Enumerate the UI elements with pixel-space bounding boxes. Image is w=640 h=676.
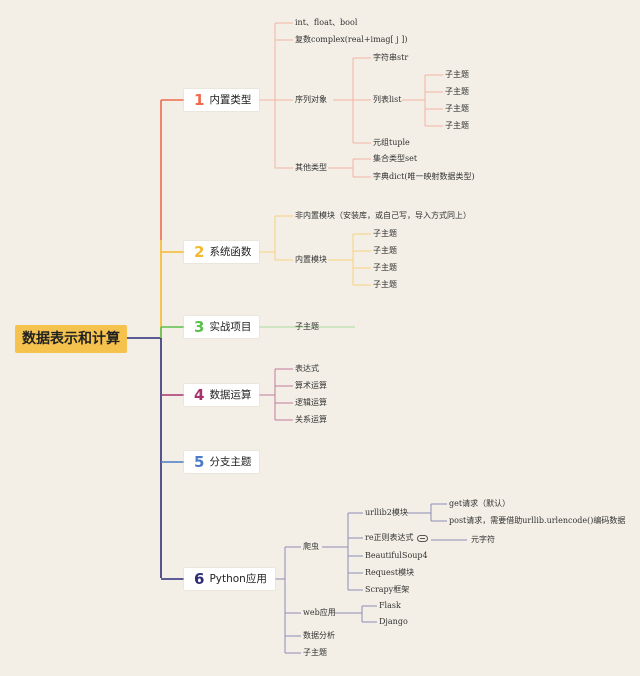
node-list-subtopic[interactable]: 子主题 (445, 70, 469, 79)
node-expression[interactable]: 表达式 (295, 364, 319, 373)
node-list-subtopic[interactable]: 子主题 (445, 87, 469, 96)
node-tuple[interactable]: 元组tuple (373, 138, 410, 147)
branch-number: 6 (194, 570, 205, 588)
branch-label: Python应用 (209, 573, 267, 585)
link-icon[interactable] (416, 534, 428, 542)
branch-label: 系统函数 (209, 246, 252, 258)
branch-data-operations[interactable]: 4 数据运算 (184, 384, 260, 406)
node-list[interactable]: 列表list (373, 95, 402, 104)
node-module-subtopic[interactable]: 子主题 (373, 246, 397, 255)
branch-system-functions[interactable]: 2 系统函数 (184, 241, 260, 263)
node-arithmetic[interactable]: 算术运算 (295, 381, 327, 390)
node-request-module[interactable]: Request模块 (365, 568, 415, 577)
node-data-analysis[interactable]: 数据分析 (303, 631, 335, 640)
node-app-subtopic[interactable]: 子主题 (303, 648, 327, 657)
node-crawler[interactable]: 爬虫 (303, 542, 319, 551)
node-sequence-objects[interactable]: 序列对象 (295, 95, 327, 104)
branch-number: 4 (194, 386, 205, 404)
branch-label: 内置类型 (209, 94, 252, 106)
node-web-app[interactable]: web应用 (303, 608, 336, 617)
branch-label: 分支主题 (209, 456, 252, 468)
node-flask[interactable]: Flask (379, 601, 401, 610)
branch-label: 数据运算 (209, 389, 252, 401)
node-int-float-bool[interactable]: int、float、bool (295, 18, 358, 27)
node-module-subtopic[interactable]: 子主题 (373, 229, 397, 238)
branch-number: 5 (194, 453, 205, 471)
node-project-subtopic[interactable]: 子主题 (295, 322, 319, 331)
branch-number: 2 (194, 243, 205, 261)
branch-builtin-types[interactable]: 1 内置类型 (184, 89, 260, 111)
node-urllib2[interactable]: urllib2模块 (365, 508, 408, 517)
node-post-request[interactable]: post请求，需要借助urllib.urlencode()编码数据 (449, 516, 626, 525)
node-metacharacter[interactable]: 元字符 (471, 535, 495, 544)
branch-projects[interactable]: 3 实战项目 (184, 316, 260, 338)
node-list-subtopic[interactable]: 子主题 (445, 104, 469, 113)
node-django[interactable]: Django (379, 617, 408, 626)
node-regex-label: re正则表达式 (365, 533, 414, 542)
branch-number: 3 (194, 318, 205, 336)
node-other-types[interactable]: 其他类型 (295, 163, 327, 172)
node-dict[interactable]: 字典dict(唯一映射数据类型) (373, 172, 475, 181)
node-relational[interactable]: 关系运算 (295, 415, 327, 424)
branch-subtopic[interactable]: 5 分支主题 (184, 451, 260, 473)
node-regex[interactable]: re正则表达式 (365, 532, 428, 544)
node-set[interactable]: 集合类型set (373, 154, 418, 163)
node-non-builtin-modules[interactable]: 非内置模块（安装库，或自己写，导入方式同上） (295, 211, 471, 220)
node-logic[interactable]: 逻辑运算 (295, 398, 327, 407)
node-list-subtopic[interactable]: 子主题 (445, 121, 469, 130)
node-complex[interactable]: 复数complex(real+imag[ j ]) (295, 35, 408, 44)
node-get-request[interactable]: get请求（默认） (449, 499, 511, 508)
node-beautifulsoup4[interactable]: BeautifulSoup4 (365, 551, 428, 560)
root-topic[interactable]: 数据表示和计算 (15, 325, 127, 353)
node-module-subtopic[interactable]: 子主题 (373, 280, 397, 289)
branch-python-applications[interactable]: 6 Python应用 (184, 568, 275, 590)
branch-label: 实战项目 (209, 321, 252, 333)
node-builtin-modules[interactable]: 内置模块 (295, 255, 327, 264)
node-str[interactable]: 字符串str (373, 53, 409, 62)
node-scrapy[interactable]: Scrapy框架 (365, 585, 410, 594)
node-module-subtopic[interactable]: 子主题 (373, 263, 397, 272)
branch-number: 1 (194, 91, 205, 109)
